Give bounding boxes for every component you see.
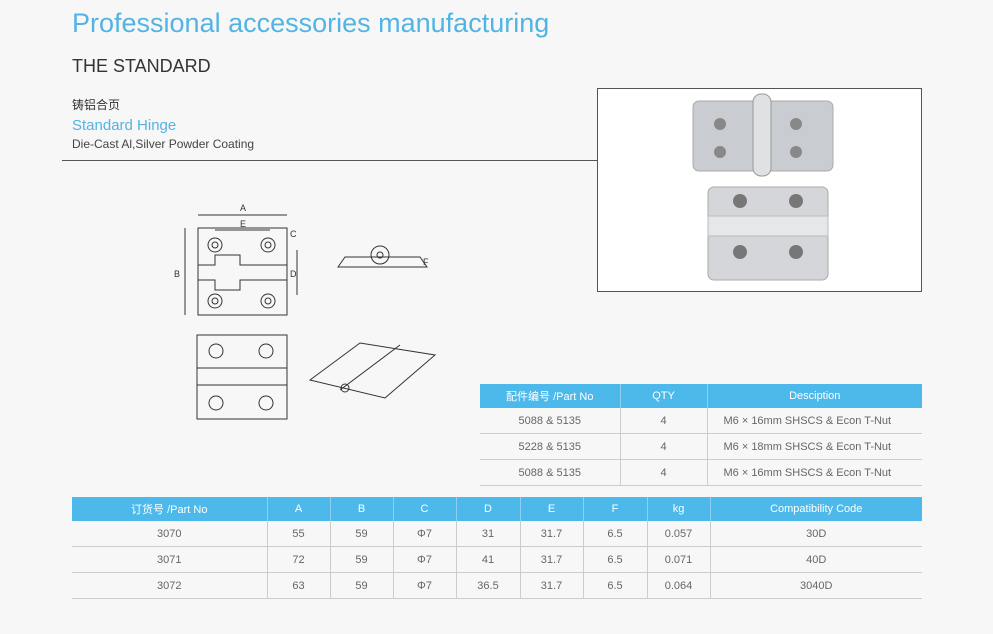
product-description: Die-Cast Al,Silver Powder Coating [72,137,255,151]
dim-label-d: D [290,269,297,279]
col-header: Desciption [706,384,922,408]
page-title: Professional accessories manufacturing [72,8,550,38]
col-header: 订货号 /Part No [72,497,267,521]
dim-label-f: F [423,257,429,267]
col-header: kg [646,497,710,521]
col-header: B [329,497,393,521]
dim-label-b: B [174,269,180,279]
product-cn-name: 铸铝合页 [72,98,121,112]
divider [62,160,598,161]
col-header: C [392,497,456,521]
dim-label-e: E [240,219,246,229]
dim-label-a: A [240,203,246,213]
section-title: THE STANDARD [72,56,211,76]
col-header: D [455,497,520,521]
col-header: Compatibility Code [709,497,922,521]
product-photo [597,88,922,292]
product-name: Standard Hinge [72,117,177,134]
col-header: F [582,497,647,521]
col-header: E [519,497,583,521]
dim-label-c: C [290,229,297,239]
col-header: A [266,497,330,521]
col-header: 配件编号 /Part No [480,384,620,408]
col-header: QTY [619,384,707,408]
technical-drawing: A E C B D F [174,203,437,420]
